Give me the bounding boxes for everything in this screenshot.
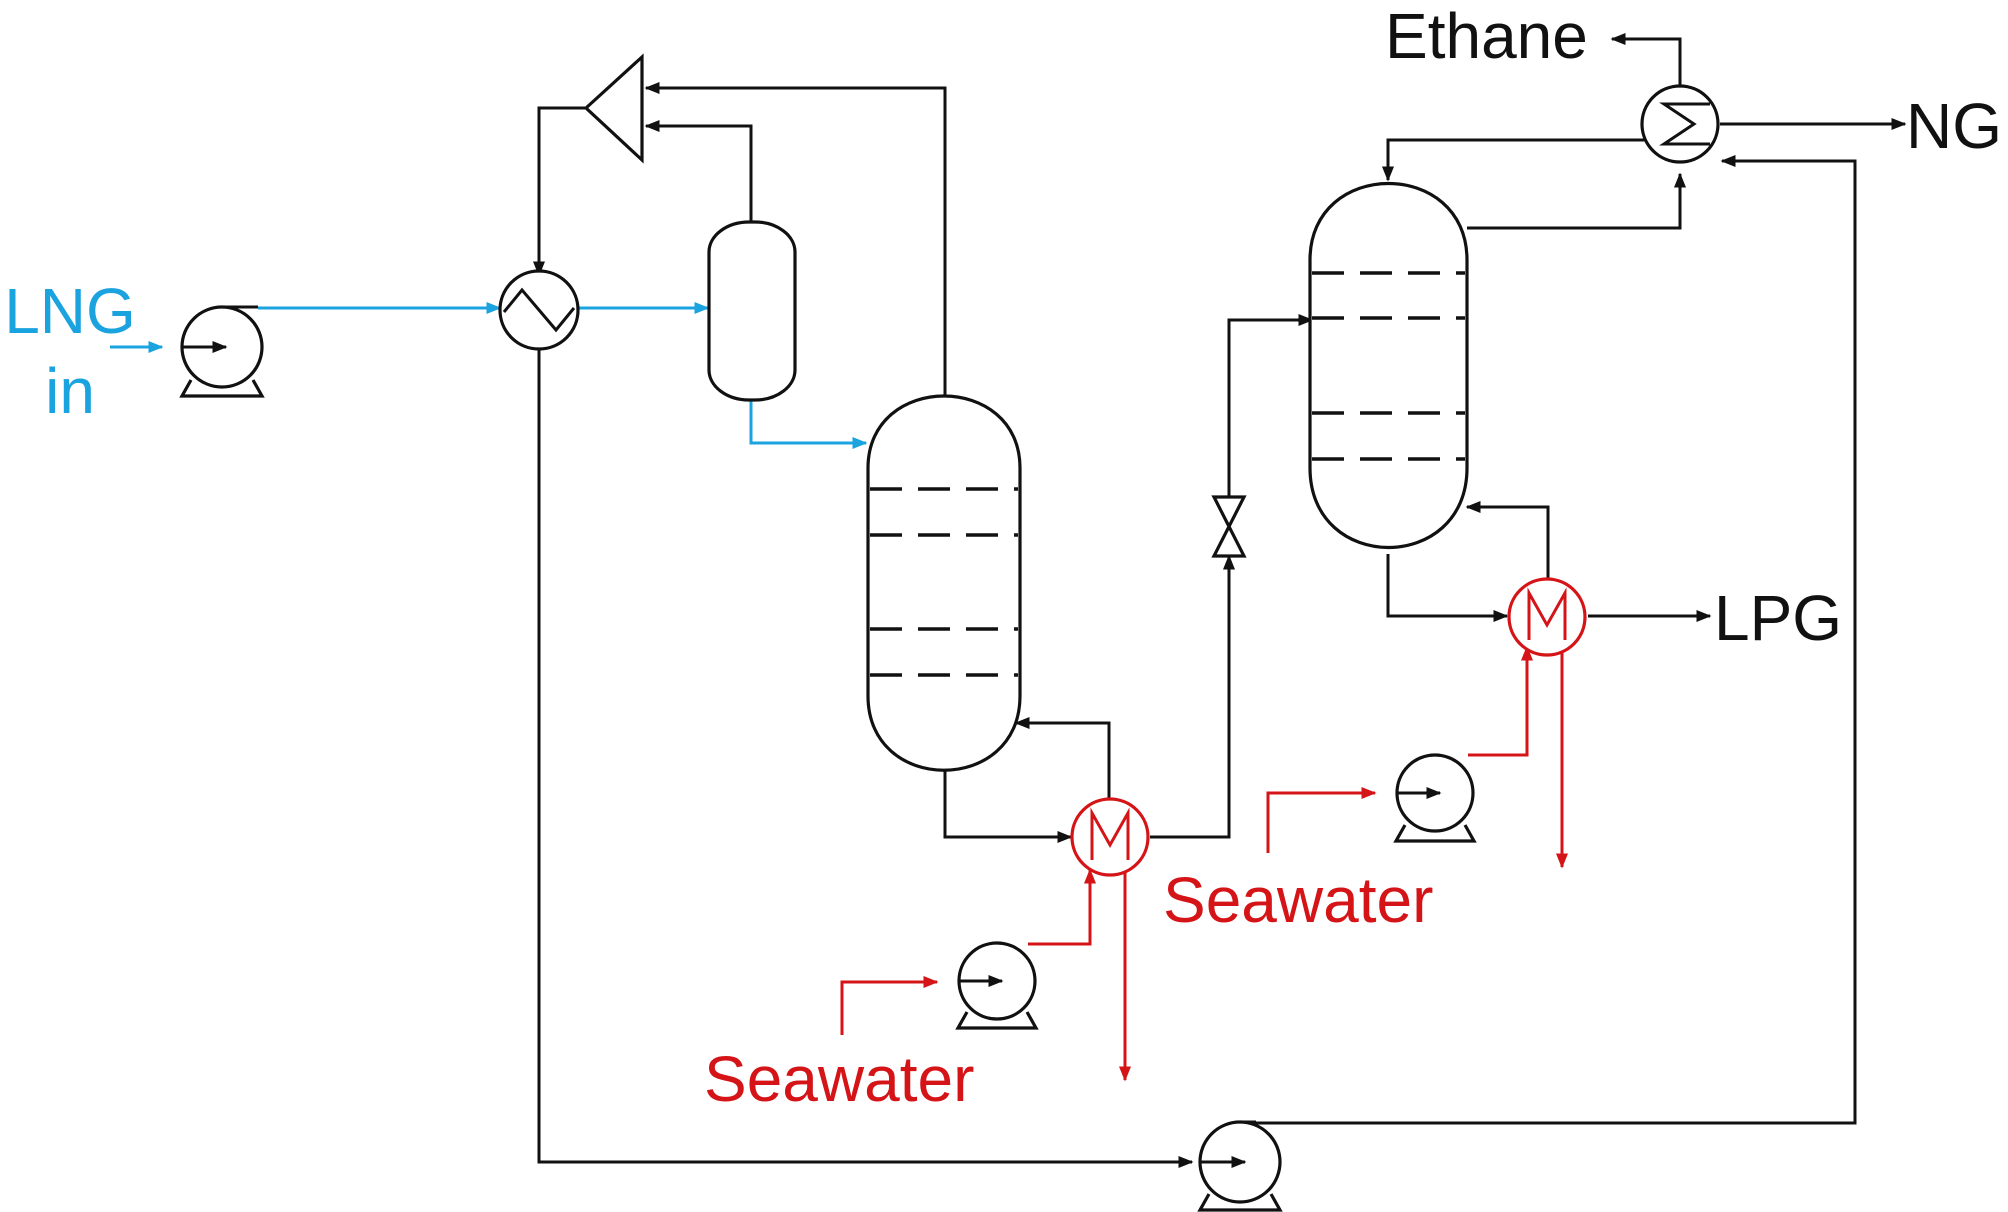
compressor — [583, 53, 644, 164]
deethanizer-reboiler — [1507, 577, 1587, 657]
ethane-outlet-line — [1610, 33, 1682, 102]
diagram-labels: LNG in Ethane NG LPG Seawater Seawater — [4, 0, 2002, 1115]
seawater-1-pump-to-reboiler-line — [1028, 868, 1096, 946]
deethanizer-overhead-line — [1467, 172, 1686, 230]
lng-in-label-line2: in — [45, 355, 95, 427]
lpg-label: LPG — [1714, 582, 1842, 654]
demethanizer-column — [866, 394, 1022, 772]
drum-liquid-to-column-line — [749, 400, 868, 449]
seawater-label-2: Seawater — [1163, 864, 1433, 936]
lng-feed-pump — [179, 305, 265, 398]
compressor-to-exchanger-line — [533, 106, 585, 277]
flash-drum — [707, 220, 797, 402]
demethanizer-bottoms-line — [943, 768, 1073, 843]
expansion-valve — [1211, 495, 1247, 558]
valve-to-deethanizer-line — [1227, 314, 1314, 497]
deethanizer-condenser — [1640, 84, 1720, 164]
seawater-pump-1 — [955, 941, 1039, 1030]
deethanizer-reboiler-return-line — [1465, 501, 1550, 578]
recycle-pump-to-condenser-line — [1250, 155, 1857, 1125]
seawater-2-inlet-line — [1266, 787, 1377, 853]
lng-heat-exchanger — [498, 269, 580, 351]
lng-lines — [110, 302, 868, 449]
demethanizer-reboiler — [1070, 797, 1150, 877]
ng-label: NG — [1906, 90, 2002, 162]
condenser-reflux-line — [1382, 138, 1648, 182]
seawater-2-pump-to-reboiler-line — [1468, 645, 1533, 757]
ethane-label: Ethane — [1385, 0, 1588, 72]
deethanizer-column — [1308, 182, 1469, 550]
deethanizer-bottoms-line — [1386, 554, 1509, 622]
exchanger-to-recycle-pump-line — [537, 346, 1194, 1168]
seawater-label-1: Seawater — [704, 1043, 974, 1115]
recycle-pump — [1197, 1120, 1283, 1212]
seawater-pump-2 — [1393, 753, 1477, 843]
seawater-1-inlet-line — [840, 976, 939, 1035]
demethanizer-reboiler-return-line — [1014, 717, 1111, 808]
demethanizer-bottoms-to-valve-line — [1150, 554, 1235, 839]
column-overhead-to-compressor-line — [644, 82, 947, 395]
seawater-lines — [840, 645, 1568, 1082]
drum-vapor-to-compressor-line — [644, 120, 753, 222]
lng-in-label: LNG — [4, 275, 136, 347]
process-lines — [533, 33, 1907, 1168]
